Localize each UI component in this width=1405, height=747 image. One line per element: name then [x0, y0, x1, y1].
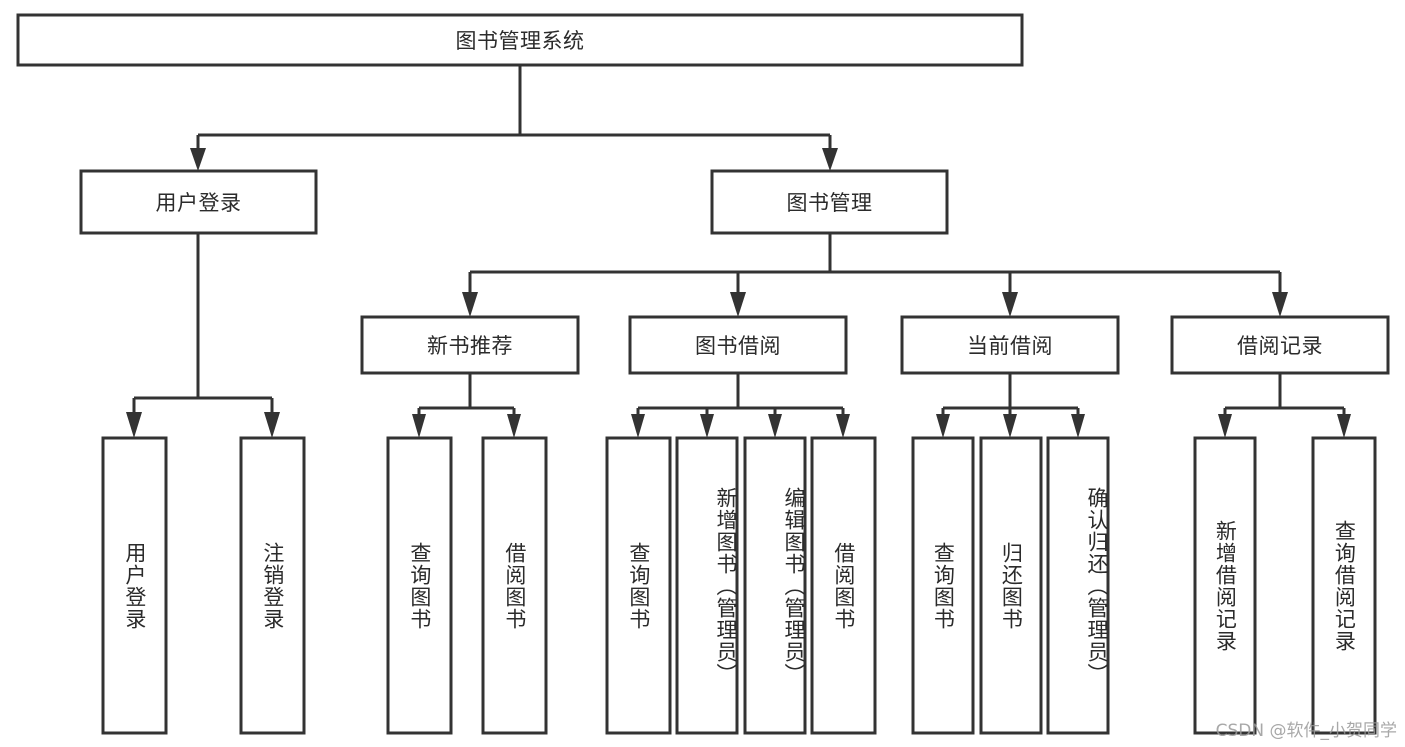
node-box-current-borrow[interactable] — [900, 315, 1120, 375]
arrow-current-borrow — [1002, 292, 1018, 317]
arrow-book-management — [822, 148, 838, 171]
arrow-leaf-confirm-return — [1071, 414, 1085, 438]
node-box-leaf-confirm-return[interactable] — [1046, 436, 1110, 735]
node-box-leaf-edit-book[interactable] — [743, 436, 807, 735]
node-box-root[interactable] — [16, 13, 1024, 67]
arrow-leaf-add-book — [700, 414, 714, 438]
node-box-leaf-logout[interactable] — [239, 436, 306, 735]
node-box-book-management[interactable] — [710, 169, 949, 235]
node-box-leaf-user-login[interactable] — [101, 436, 168, 735]
arrow-leaf-query-book-2 — [631, 414, 645, 438]
node-box-new-book-recommend[interactable] — [360, 315, 580, 375]
arrow-leaf-return-book — [1003, 414, 1017, 438]
arrow-leaf-user-login — [126, 412, 142, 438]
node-box-leaf-query-record[interactable] — [1311, 436, 1377, 735]
node-box-leaf-query-book-3[interactable] — [911, 436, 975, 735]
node-box-leaf-borrow-book-1[interactable] — [481, 436, 548, 735]
arrow-leaf-borrow-book-1 — [507, 414, 521, 438]
node-box-book-borrow[interactable] — [628, 315, 848, 375]
node-box-user-login[interactable] — [79, 169, 318, 235]
node-box-leaf-add-record[interactable] — [1193, 436, 1257, 735]
arrow-new-book-recommend — [462, 292, 478, 317]
arrow-leaf-edit-book — [768, 414, 782, 438]
arrow-leaf-logout — [264, 412, 280, 438]
arrow-user-login — [190, 148, 206, 171]
node-box-leaf-return-book[interactable] — [979, 436, 1043, 735]
arrow-book-borrow — [730, 292, 746, 317]
arrow-leaf-borrow-book-2 — [836, 414, 850, 438]
arrow-leaf-query-book-1 — [412, 414, 426, 438]
arrow-leaf-query-record — [1337, 414, 1351, 438]
watermark-text: CSDN @软件_小贺同学 — [1215, 721, 1397, 741]
node-box-leaf-query-book-1[interactable] — [386, 436, 453, 735]
arrow-leaf-query-book-3 — [936, 414, 950, 438]
arrow-leaf-add-record — [1218, 414, 1232, 438]
node-box-borrow-record[interactable] — [1170, 315, 1390, 375]
arrow-borrow-record — [1272, 292, 1288, 317]
node-box-leaf-borrow-book-2[interactable] — [810, 436, 877, 735]
node-box-leaf-query-book-2[interactable] — [605, 436, 672, 735]
node-box-leaf-add-book[interactable] — [675, 436, 739, 735]
